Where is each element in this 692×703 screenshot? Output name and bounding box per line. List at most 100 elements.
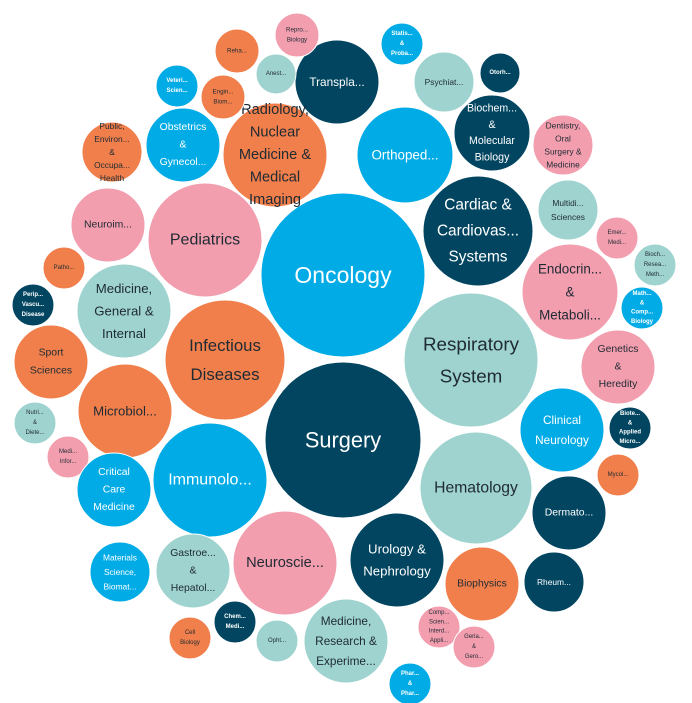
bubble-label: Scien... — [166, 88, 187, 94]
bubble[interactable]: Obstetrics&Gynecol... — [145, 107, 221, 183]
bubble-label: Oncology — [294, 262, 392, 288]
bubble[interactable]: Oncology — [260, 192, 426, 358]
bubble-circle — [453, 94, 531, 172]
bubble-label: Geria... — [464, 634, 484, 640]
bubble[interactable]: Neuroscie... — [232, 510, 338, 616]
bubble[interactable]: Reha... — [214, 28, 260, 74]
bubble[interactable]: Immunolo... — [152, 422, 268, 538]
bubble-label: Diete... — [25, 430, 44, 436]
bubble-label: Sciences — [30, 365, 72, 376]
bubble-circle — [519, 387, 605, 473]
bubble[interactable]: Medicine,General &Internal — [76, 263, 172, 359]
bubble[interactable]: Multidi... Sciences — [537, 179, 599, 241]
bubble[interactable]: Pediatrics — [147, 182, 263, 298]
bubble[interactable]: Surgery — [264, 361, 422, 519]
bubble-circle — [388, 662, 432, 703]
bubble[interactable]: Mycol... — [596, 453, 640, 497]
bubble[interactable]: Veteri...Scien... — [155, 64, 199, 108]
bubble-label: Endocrin... — [538, 262, 602, 277]
bubble[interactable]: Dermato... — [531, 475, 607, 551]
bubble-label: Cardiac & — [444, 196, 512, 213]
bubble-label: Mycol... — [608, 472, 629, 478]
bubble-label: & — [33, 420, 37, 426]
bubble-label: Medicine, — [321, 614, 372, 628]
bubble-circle — [255, 619, 299, 663]
bubble[interactable]: Bioch...Resea...Meth... — [633, 243, 677, 287]
bubble-label: Genetics — [597, 344, 638, 355]
bubble-label: Sciences — [551, 212, 585, 222]
bubble-label: Opht... — [268, 638, 286, 644]
bubble-label: Medicine, — [96, 281, 152, 296]
bubble-label: & — [566, 285, 575, 300]
bubble[interactable]: Biote...&AppliedMicro... — [608, 406, 652, 450]
bubble[interactable]: Biophysics — [444, 546, 520, 622]
bubble-label: & — [109, 147, 115, 157]
bubble-label: & — [615, 362, 622, 373]
bubble[interactable]: Geria...&Gero... — [452, 625, 496, 669]
bubble[interactable]: Anest... — [255, 53, 297, 95]
bubble[interactable]: Perip...Vascu...Disease — [11, 283, 55, 327]
bubble[interactable]: Math...&Comp...Biology — [620, 286, 664, 330]
bubble[interactable]: Medicine,Research &Experime... — [303, 598, 389, 684]
bubble-label: Biophysics — [457, 579, 507, 590]
bubble[interactable]: Medi...Infor... — [46, 435, 90, 479]
bubble[interactable]: Urology &Nephrology — [349, 512, 445, 608]
bubble-label: Transpla... — [309, 75, 364, 89]
bubble[interactable]: Repro...Biology — [274, 12, 320, 58]
bubble[interactable]: Engin...Biom... — [200, 74, 246, 120]
bubble-label: Bioch... — [645, 252, 665, 258]
bubble[interactable]: Phar...&Phar... — [388, 662, 432, 703]
bubble[interactable]: Statis...&Proba... — [380, 22, 424, 66]
bubble[interactable]: Otorh... — [479, 52, 521, 94]
bubble[interactable]: Public,Environ...&Occupa...Health — [81, 121, 143, 183]
bubble-circle — [521, 243, 619, 341]
bubble-label: Rheum... — [537, 577, 571, 587]
bubble[interactable]: Hematology — [419, 431, 533, 545]
bubble-label: Phar... — [401, 671, 419, 677]
bubble-circle — [380, 22, 424, 66]
bubble[interactable]: Genetics&Heredity — [580, 329, 656, 405]
bubble[interactable]: Orthoped... — [356, 106, 454, 204]
bubble[interactable]: Transpla... — [294, 39, 380, 125]
bubble[interactable]: MaterialsScience,Biomat... — [89, 541, 151, 603]
bubble-label: Patho... — [54, 265, 75, 271]
bubble-circle — [13, 324, 89, 400]
bubble[interactable]: Neuroim... — [70, 187, 146, 263]
bubble[interactable]: Emer...Medi... — [595, 216, 639, 260]
bubble-label: Comp... — [631, 310, 653, 316]
bubble[interactable]: Rheum... — [523, 551, 585, 613]
bubble-circle — [222, 102, 328, 208]
bubble-circle — [419, 431, 533, 545]
bubble-label: Dermato... — [545, 508, 594, 519]
bubble-label: Oral — [555, 133, 571, 143]
bubble[interactable]: Microbiol... — [77, 363, 173, 459]
bubble[interactable]: Endocrin...&Metaboli... — [521, 243, 619, 341]
bubble[interactable]: Patho... — [42, 246, 86, 290]
bubble[interactable]: Chem...Medi... — [213, 600, 257, 644]
bubble-circle — [274, 12, 320, 58]
bubble-label: Occupa... — [94, 160, 130, 170]
bubble[interactable]: Comp...Scien...Interd...Appli... — [417, 605, 461, 649]
bubble[interactable]: Psychiat... — [413, 51, 475, 113]
bubble-label: Cell — [185, 630, 195, 636]
bubble[interactable]: Nutri...&Diete... — [13, 401, 57, 445]
bubble-label: Materials — [103, 553, 137, 563]
bubble-label: Hematology — [434, 480, 518, 497]
bubble-label: Multidi... — [552, 198, 583, 208]
bubble[interactable]: Cardiac &Cardiovas...Systems — [422, 175, 534, 287]
bubble-circle — [13, 401, 57, 445]
bubble[interactable]: Gastroe...&Hepatol... — [155, 533, 231, 609]
bubble-circle — [89, 541, 151, 603]
bubble-circle — [155, 533, 231, 609]
bubble[interactable]: Opht... — [255, 619, 299, 663]
bubble-circle — [349, 512, 445, 608]
